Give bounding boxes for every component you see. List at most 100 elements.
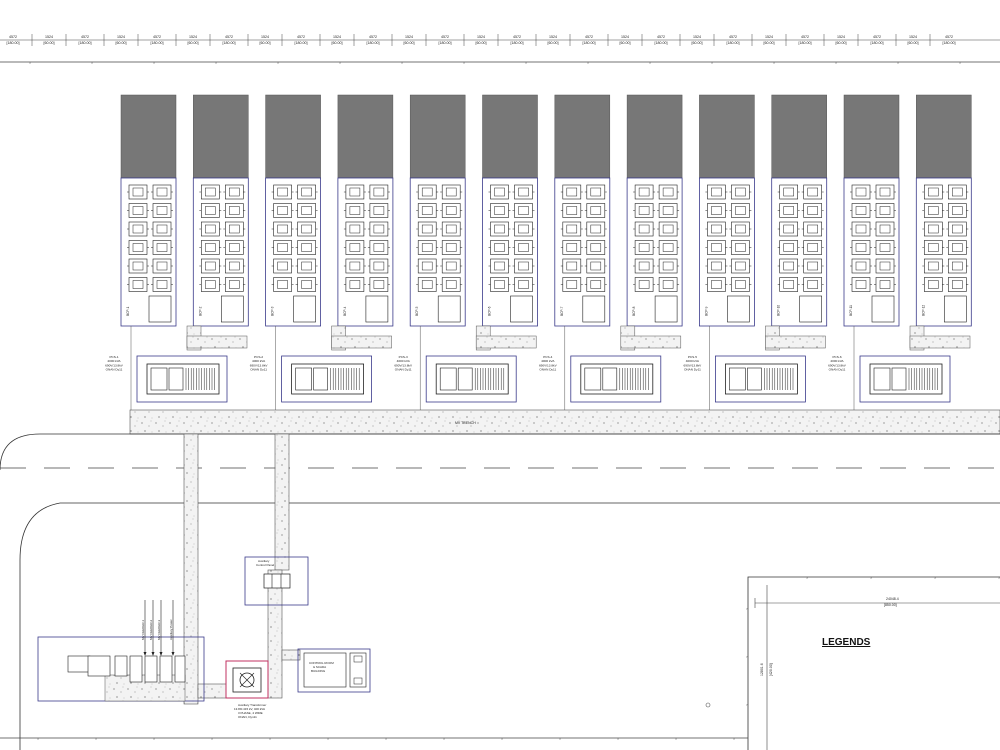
dim-value-mm: 1524 xyxy=(909,35,917,39)
top-dimension-chain: 4572 [180.00] 1524 [60.00] 4572 [180.00] 1524 [… xyxy=(0,34,1000,46)
dim-value-mm: 1524 xyxy=(333,35,341,39)
dim-value-ft: [60.00] xyxy=(620,41,631,45)
pcs-spec-text: PCS-3 xyxy=(399,355,408,359)
cable-trench-2 xyxy=(274,433,290,571)
svg-text:×: × xyxy=(525,60,528,65)
aux-transformer: Auxiliary Transformer 13.8/0.415 kV, 400… xyxy=(225,660,269,719)
dim-value-ft: [60.00] xyxy=(44,41,55,45)
dim-value-mm: 1524 xyxy=(405,35,413,39)
dim-value-mm: 4572 xyxy=(585,35,593,39)
svg-text:[850.00]: [850.00] xyxy=(884,603,897,607)
dim-value-ft: [60.00] xyxy=(836,41,847,45)
cable-trench-3 xyxy=(267,569,283,699)
svg-text:×: × xyxy=(269,736,272,741)
bess-label: BCP-12 xyxy=(921,305,925,316)
dim-value-mm: 4572 xyxy=(81,35,89,39)
svg-text:×: × xyxy=(587,60,590,65)
pcs-spec-text: ONAN Dy11 xyxy=(106,368,123,372)
dim-value-ft: [180.00] xyxy=(799,41,812,45)
bess-label: BCP-5 xyxy=(415,306,419,316)
dim-value-mm: 4572 xyxy=(9,35,17,39)
dim-value-ft: [180.00] xyxy=(655,41,668,45)
svg-text:×: × xyxy=(870,575,873,580)
dim-value-ft: [180.00] xyxy=(7,41,20,45)
access-road xyxy=(0,433,1000,750)
svg-text:×: × xyxy=(463,60,466,65)
feeder-label: MV FEEDER-2 xyxy=(149,619,153,640)
svg-text:×: × xyxy=(29,60,32,65)
svg-text:×: × xyxy=(806,575,809,580)
svg-text:×: × xyxy=(711,60,714,65)
bess-container: BCP-7 xyxy=(554,94,611,327)
dim-value-ft: [60.00] xyxy=(476,41,487,45)
svg-text:Control Panel: Control Panel xyxy=(256,563,275,567)
pcs-spec-text: ONAN Dy11 xyxy=(684,368,701,372)
dim-value-ft: [180.00] xyxy=(943,41,956,45)
pcs-spec-text: 4000 kVA xyxy=(830,359,844,363)
dim-value-ft: [180.00] xyxy=(439,41,452,45)
svg-text:24048.4: 24048.4 xyxy=(886,597,899,601)
dim-value-ft: [60.00] xyxy=(188,41,199,45)
dim-value-mm: 4572 xyxy=(729,35,737,39)
svg-text:×: × xyxy=(153,60,156,65)
pcs-spec-text: PCS-1 xyxy=(109,355,118,359)
svg-text:×: × xyxy=(959,60,962,65)
bess-label: BCP-2 xyxy=(198,306,202,316)
svg-text:×: × xyxy=(746,654,749,659)
pcs-spec-text: PCS-2 xyxy=(254,355,263,359)
dim-value-mm: 1524 xyxy=(189,35,197,39)
feeder-label: MV FEEDER-1 xyxy=(141,619,145,640)
svg-text:×: × xyxy=(215,60,218,65)
concrete-apron xyxy=(129,409,1000,435)
dim-value-ft: [180.00] xyxy=(583,41,596,45)
pcs-spec-text: ONAN Dy11 xyxy=(250,368,267,372)
dim-value-ft: [60.00] xyxy=(764,41,775,45)
bess-container: BCP-8 xyxy=(626,94,683,327)
bess-label: BCP-6 xyxy=(488,306,492,316)
dim-value-mm: 4572 xyxy=(513,35,521,39)
dim-value-mm: 4572 xyxy=(153,35,161,39)
svg-text:×: × xyxy=(37,736,40,741)
svg-text:×: × xyxy=(835,60,838,65)
pcs-spec-text: 690V/13.8kV xyxy=(684,363,703,367)
dim-value-ft: [60.00] xyxy=(332,41,343,45)
dim-value-mm: 4572 xyxy=(657,35,665,39)
pcs-spec-text: 4000 kVA xyxy=(252,359,266,363)
feeder-label: Auxiliary Power xyxy=(169,619,173,640)
bess-container: BCP-3 xyxy=(265,94,322,327)
control-room-building: CONTROL ROOM & SCADA BUILDING xyxy=(297,648,371,693)
svg-text:Auxiliary: Auxiliary xyxy=(258,559,270,563)
dim-value-mm: 4572 xyxy=(369,35,377,39)
svg-text:ONAN, Dyn11: ONAN, Dyn11 xyxy=(238,715,257,719)
bess-label: BCP-10 xyxy=(777,305,781,316)
bess-label: BCP-7 xyxy=(560,306,564,316)
trench-label: MV TRENCH xyxy=(455,421,476,425)
dim-value-ft: [180.00] xyxy=(295,41,308,45)
svg-text:×: × xyxy=(617,736,620,741)
dim-value-mm: 1524 xyxy=(117,35,125,39)
pcs-spec-text: 4000 kVA xyxy=(107,359,121,363)
svg-text:×: × xyxy=(327,736,330,741)
svg-text:×: × xyxy=(998,575,1000,580)
dim-value-ft: [180.00] xyxy=(871,41,884,45)
pcs-spec-text: 690V/13.8kV xyxy=(250,363,269,367)
pcs-spec-text: 690V/13.8kV xyxy=(539,363,558,367)
dim-value-ft: [180.00] xyxy=(727,41,740,45)
svg-text:BUILDING: BUILDING xyxy=(311,669,326,673)
plot-boundary: 24048.4 [850.00] 12801.6 [420.00] ××××××… xyxy=(746,575,1000,750)
svg-text:×: × xyxy=(211,736,214,741)
svg-text:×: × xyxy=(153,736,156,741)
dim-value-mm: 1524 xyxy=(261,35,269,39)
pcs-spec-text: 690V/13.8kV xyxy=(394,363,413,367)
svg-text:×: × xyxy=(733,736,736,741)
bess-label: BCP-4 xyxy=(343,306,347,316)
pcs-spec-text: 4000 kVA xyxy=(686,359,700,363)
